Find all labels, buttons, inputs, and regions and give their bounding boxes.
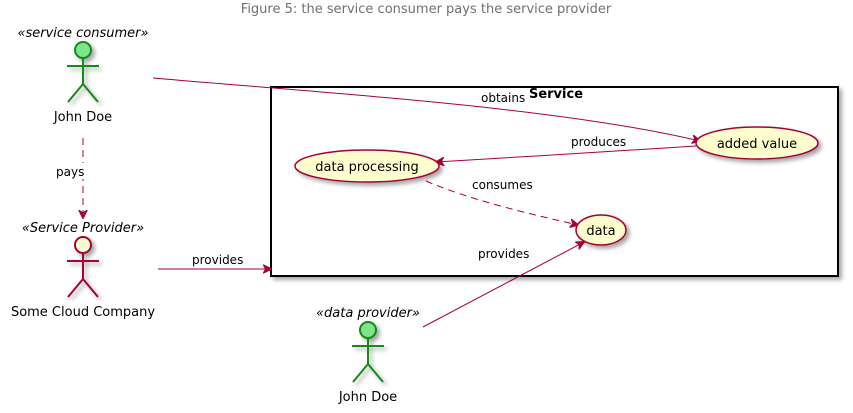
edge-label-provides-data: provides [478, 247, 529, 261]
edge-label-produces: produces [571, 135, 626, 149]
usecase-added-value: added value [695, 126, 819, 160]
actor-service-provider: «Service Provider» Some Cloud Company [11, 221, 155, 320]
stick-figure-icon [352, 321, 384, 383]
actor-consumer-name: John Doe [53, 110, 112, 125]
usecase-data-processing-label: data processing [315, 160, 418, 175]
edge-label-provides-service: provides [192, 253, 243, 267]
usecase-added-value-label: added value [717, 137, 797, 152]
actor-data-provider-name: John Doe [338, 390, 397, 405]
usecase-data: data [575, 214, 627, 246]
edge-label-pays-bg [55, 163, 85, 179]
edge-produces [436, 145, 697, 162]
edge-label-pays: pays [56, 165, 84, 179]
actor-service-consumer: «service consumer» John Doe [17, 26, 148, 125]
edge-label-consumes: consumes [472, 178, 533, 192]
actor-data-provider: «data provider» John Doe [316, 306, 420, 405]
actor-consumer-stereotype: «service consumer» [17, 26, 148, 41]
edge-consumes [425, 180, 578, 225]
diagram-title: Figure 5: the service consumer pays the … [241, 2, 612, 17]
actor-data-provider-stereotype: «data provider» [316, 306, 420, 321]
service-package-title: Service [529, 87, 583, 102]
edge-label-obtains: obtains [481, 91, 525, 105]
stick-figure-icon [67, 236, 99, 298]
actor-provider-name: Some Cloud Company [11, 305, 155, 320]
stick-figure-icon [67, 41, 99, 103]
edge-obtains [152, 77, 700, 141]
edge-provides-data [422, 242, 584, 328]
usecase-data-processing: data processing [294, 149, 440, 183]
actor-provider-stereotype: «Service Provider» [22, 221, 144, 236]
usecase-data-label: data [586, 224, 615, 239]
